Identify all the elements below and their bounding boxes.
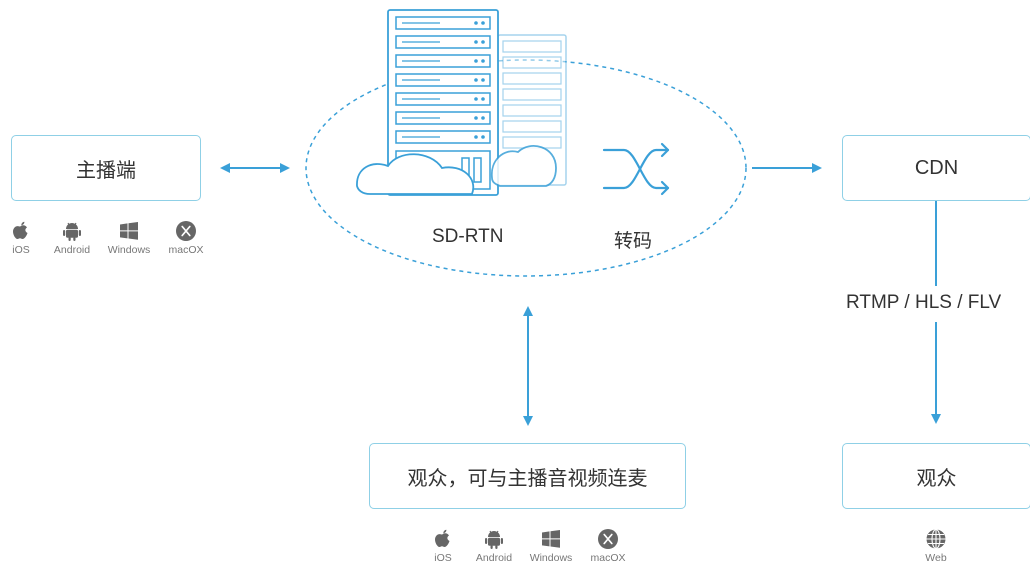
protocols-label: RTMP / HLS / FLV — [846, 292, 1002, 313]
transcode-shuffle-icon — [602, 142, 670, 196]
apple-icon — [13, 221, 28, 239]
platform-ios: iOS — [415, 528, 471, 564]
platform-windows: Windows — [101, 220, 157, 256]
platform-ios: iOS — [0, 220, 49, 256]
platform-windows: Windows — [523, 528, 579, 564]
android-icon — [485, 530, 503, 549]
platform-macos-label: macOX — [168, 244, 204, 256]
platform-web-label: Web — [925, 552, 947, 564]
platform-windows-label: Windows — [107, 244, 151, 256]
platform-macos-label: macOX — [590, 552, 626, 564]
globe-icon — [926, 528, 946, 550]
cloud-icon — [356, 145, 557, 195]
platform-macos: macOX — [580, 528, 636, 564]
platform-android: Android — [44, 220, 100, 256]
platform-windows-label: Windows — [529, 552, 573, 564]
server-rack-back-icon — [497, 34, 567, 186]
server-rack-icon — [387, 9, 499, 196]
platform-android-label: Android — [475, 552, 513, 564]
platform-ios-label: iOS — [12, 244, 30, 256]
sdrtn-label: SD-RTN — [432, 226, 504, 247]
android-icon — [63, 222, 81, 241]
windows-icon — [542, 530, 560, 548]
audience-label: 观众 — [916, 467, 957, 490]
macos-x-icon — [176, 221, 196, 241]
platform-android-label: Android — [53, 244, 91, 256]
cdn-label: CDN — [914, 156, 959, 179]
transcode-label: 转码 — [614, 231, 653, 252]
macos-x-icon — [598, 529, 618, 549]
platform-android: Android — [466, 528, 522, 564]
sdrtn-network-ellipse — [305, 59, 747, 277]
apple-icon — [435, 529, 450, 547]
windows-icon — [120, 222, 138, 240]
platform-ios-label: iOS — [434, 552, 452, 564]
broadcaster-box: 主播端 — [11, 135, 201, 201]
broadcaster-label: 主播端 — [76, 159, 136, 182]
audience-interactive-label: 观众，可与主播音视频连麦 — [407, 467, 648, 490]
audience-interactive-box: 观众，可与主播音视频连麦 — [369, 443, 686, 509]
cdn-box: CDN — [842, 135, 1030, 201]
platform-macos: macOX — [158, 220, 214, 256]
platform-web: Web — [908, 528, 964, 564]
audience-box: 观众 — [842, 443, 1030, 509]
